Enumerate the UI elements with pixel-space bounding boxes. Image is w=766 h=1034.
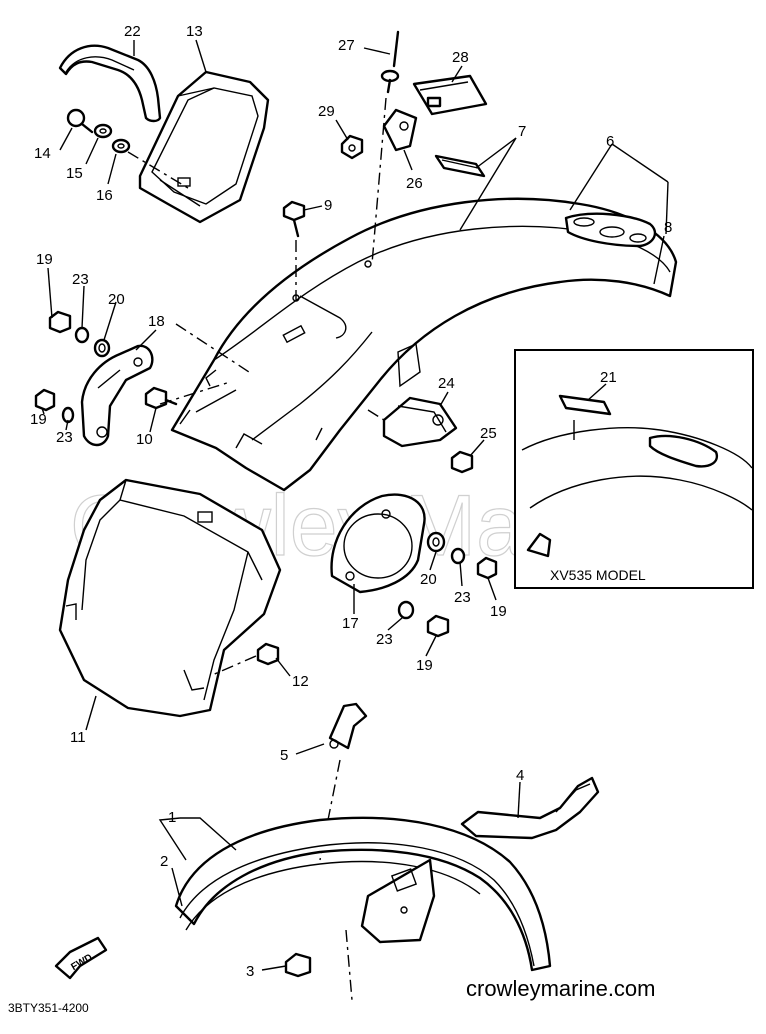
callout-27: 27 (338, 37, 355, 54)
leader-line (127, 151, 189, 189)
leader-line (175, 323, 253, 375)
part-23-washer-c (450, 547, 466, 565)
callout-24: 24 (438, 375, 455, 392)
callout-26: 26 (406, 175, 423, 192)
callout-15: 15 (66, 165, 83, 182)
leader-line (345, 929, 353, 1001)
inset-caption: XV535 MODEL (550, 567, 646, 583)
fwd-arrow: FWD (54, 936, 108, 980)
callout-18: 18 (148, 313, 165, 330)
part-27-screw (380, 30, 400, 94)
part-17-plate (330, 493, 426, 594)
part-19-bolt-c (476, 556, 498, 580)
part-14-bolt (66, 108, 94, 134)
callout-20-b: 20 (420, 571, 437, 588)
part-9-bolt (282, 200, 306, 238)
part-20-collar-a (93, 338, 111, 358)
part-16-washer (111, 138, 131, 154)
part-3-bolt (284, 952, 312, 978)
callout-22: 22 (124, 23, 141, 40)
callout-1: 1 (168, 809, 176, 826)
callout-3: 3 (246, 963, 254, 980)
part-23-washer-d (397, 600, 415, 620)
callout-17: 17 (342, 615, 359, 632)
leader-line (371, 97, 387, 265)
callout-leaders (41, 39, 669, 971)
callout-10: 10 (136, 431, 153, 448)
part-26-bracket (382, 108, 418, 152)
callout-25: 25 (480, 425, 497, 442)
part-20-collar-b (426, 531, 446, 553)
part-1-front-fender (174, 816, 552, 972)
callout-23-c: 23 (454, 589, 471, 606)
callout-labels: 22 13 14 15 16 27 28 29 26 9 7 6 8 19 23… (30, 23, 672, 980)
callout-11: 11 (70, 729, 86, 746)
leader-line (209, 655, 257, 677)
part-7-emblem (434, 154, 486, 178)
diagram-code: 3BTY351-4200 (8, 1001, 89, 1015)
part-25-screw (450, 450, 474, 474)
callout-13: 13 (186, 23, 203, 40)
callout-8: 8 (664, 219, 672, 236)
part-11-inner-fender (58, 478, 282, 718)
part-23-washer-b (61, 406, 75, 424)
part-19-bolt-b (34, 388, 56, 412)
callout-20-a: 20 (108, 291, 125, 308)
part-29-nut (340, 134, 364, 160)
callout-12: 12 (292, 673, 309, 690)
leader-line (367, 409, 385, 421)
part-5-bracket (328, 702, 368, 750)
part-12-bolt (256, 642, 280, 666)
callout-2: 2 (160, 853, 168, 870)
part-6-emblem (564, 212, 657, 248)
callout-23-b: 23 (56, 429, 73, 446)
callout-4: 4 (516, 767, 524, 784)
callout-21: 21 (600, 369, 617, 386)
callout-14: 14 (34, 145, 51, 162)
callout-19-a: 19 (36, 251, 53, 268)
callout-23-d: 23 (376, 631, 393, 648)
part-18-bracket (80, 344, 154, 447)
part-22-seal (58, 44, 162, 123)
leader-line (159, 381, 231, 405)
callout-19-b: 19 (30, 411, 47, 428)
part-23-washer-a (74, 326, 90, 344)
part-24-bracket (382, 396, 458, 448)
part-19-bolt-d (426, 614, 450, 638)
callout-23-a: 23 (72, 271, 89, 288)
part-10-bolt (144, 386, 178, 410)
part-13-tool-box (138, 70, 270, 224)
callout-16: 16 (96, 187, 113, 204)
callout-9: 9 (324, 197, 332, 214)
callout-19-c: 19 (490, 603, 507, 620)
callout-7: 7 (518, 123, 526, 140)
part-19-bolt-a (48, 310, 72, 334)
part-28-reflector (412, 74, 488, 116)
callout-19-d: 19 (416, 657, 433, 674)
inset-xv535: XV535 MODEL (514, 349, 754, 589)
part-4-bracket (460, 776, 600, 840)
website: crowleymarine.com (466, 976, 656, 1001)
callout-29: 29 (318, 103, 335, 120)
callout-28: 28 (452, 49, 469, 66)
callout-5: 5 (280, 747, 288, 764)
callout-6: 6 (606, 133, 614, 150)
part-15-washer (93, 123, 113, 139)
